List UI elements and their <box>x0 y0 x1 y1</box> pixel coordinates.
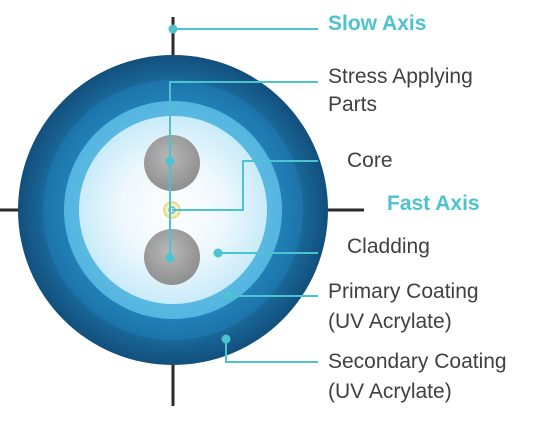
stress-parts-label-line1: Stress Applying <box>328 65 473 88</box>
dot-secondary-coating <box>221 334 231 344</box>
leader-secondary-coating <box>225 339 318 363</box>
secondary-coating-label-line2: (UV Acrylate) <box>328 380 452 403</box>
secondary-coating-label-line1: Secondary Coating <box>328 350 507 373</box>
dot-slow-axis <box>168 24 178 34</box>
primary-coating-label-line1: Primary Coating <box>328 280 479 303</box>
primary-coating-label-line2: (UV Acrylate) <box>328 310 452 333</box>
fast-axis-label: Fast Axis <box>387 192 480 215</box>
cladding-label: Cladding <box>347 235 430 258</box>
leader-core <box>172 160 318 211</box>
dot-primary-coating <box>224 291 234 301</box>
leader-stress-parts <box>169 81 318 161</box>
core-label: Core <box>347 149 393 172</box>
stress-parts-label-line2: Parts <box>328 93 377 116</box>
dot-cladding <box>213 248 223 258</box>
dot-core <box>168 206 176 214</box>
slow-axis-label: Slow Axis <box>328 12 426 35</box>
